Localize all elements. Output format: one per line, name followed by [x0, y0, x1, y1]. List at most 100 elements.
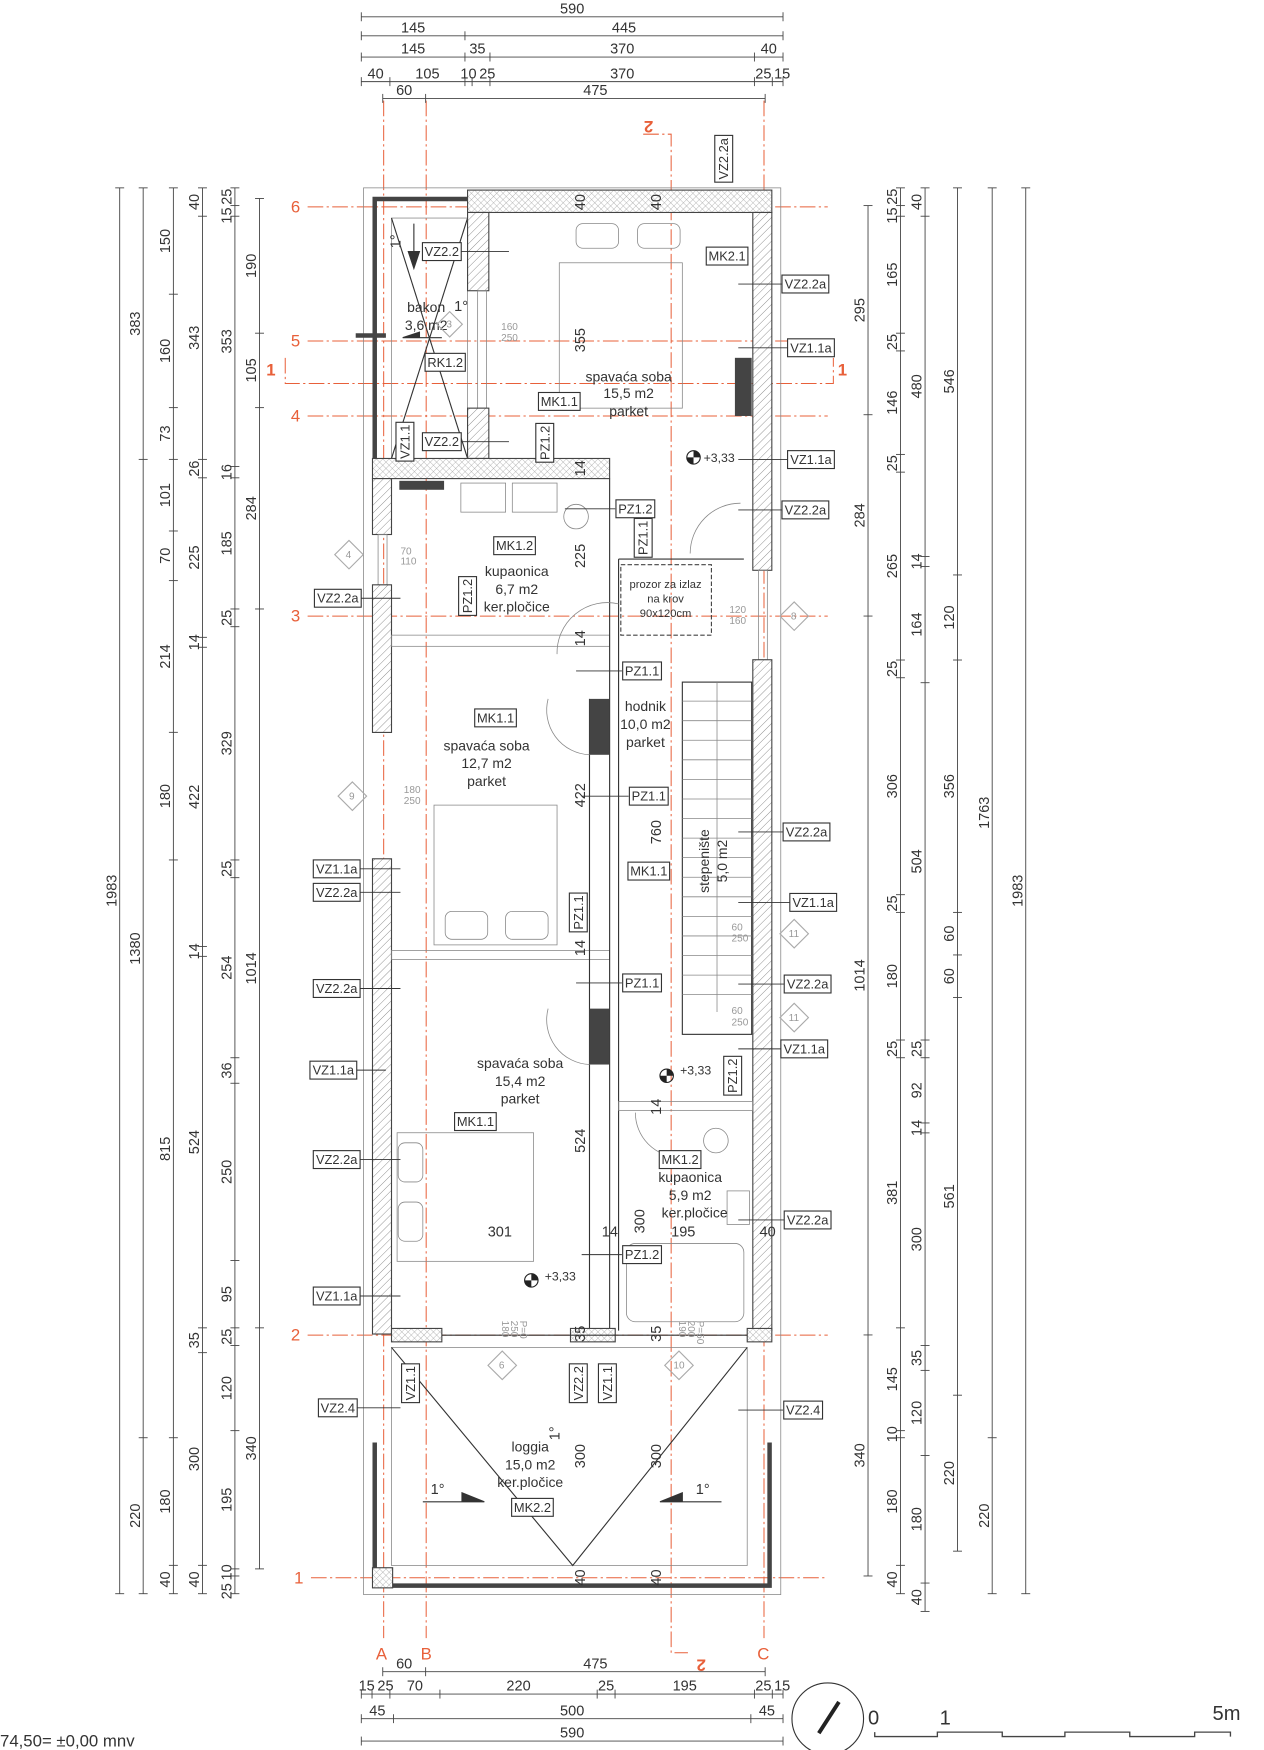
level-label: +3,33	[680, 1064, 711, 1078]
dimension-value: 40	[910, 194, 926, 210]
dimension-value: 220	[128, 1504, 144, 1528]
axis-label-2: 2	[291, 1326, 300, 1345]
dimension-value: 60	[396, 83, 412, 99]
dimension-value: 120	[220, 1376, 236, 1400]
inner-dim: 524	[573, 1129, 589, 1153]
dimension-value: 15	[220, 207, 236, 223]
dimension-value: 25	[885, 1041, 901, 1057]
window-id: 8	[791, 611, 797, 622]
dimension-value: 40	[885, 1571, 901, 1587]
svg-text:VZ2.2: VZ2.2	[571, 1366, 586, 1400]
tag-label: VZ2.4	[317, 1398, 358, 1418]
dimension-value: 25	[755, 1679, 771, 1695]
tag-label: VZ1.1a	[787, 450, 835, 470]
slope-arrow-icon	[422, 1491, 485, 1503]
dimension-value: 225	[187, 545, 203, 569]
svg-text:VZ2.2a: VZ2.2a	[316, 885, 358, 900]
dimension-value: 370	[610, 42, 634, 58]
tag-label: VZ2.2a	[783, 1210, 832, 1230]
dimension-value: 40	[910, 1589, 926, 1605]
tag-label: VZ2.4	[783, 1400, 824, 1420]
window-id: 9	[349, 792, 355, 803]
svg-text:PZ1.1: PZ1.1	[625, 975, 659, 990]
svg-text:VZ1.1a: VZ1.1a	[790, 452, 832, 467]
dimension-value: 250	[220, 1160, 236, 1184]
leader-lines	[352, 251, 792, 1411]
tag-label: PZ1.2	[535, 422, 555, 463]
inner-dim: 14	[649, 1099, 665, 1115]
inner-dim: 14	[573, 460, 589, 476]
dimension-value: 60	[396, 1656, 412, 1672]
inner-dim: 301	[488, 1225, 512, 1241]
dimension-value: 25	[755, 66, 771, 82]
scale-label-1: 1	[940, 1707, 951, 1729]
section-label-1-left: 1	[266, 361, 275, 380]
svg-text:PZ1.1: PZ1.1	[632, 789, 666, 804]
room-name: kupaonica	[485, 563, 549, 579]
inner-dim: 422	[573, 783, 589, 807]
dimension-value: 35	[910, 1350, 926, 1366]
dimension-value: 45	[759, 1703, 775, 1719]
level-label: +3,33	[704, 451, 735, 465]
dimension-value: 284	[853, 503, 869, 527]
svg-text:VZ2.2: VZ2.2	[425, 434, 459, 449]
dimension-value: 14	[910, 553, 926, 569]
slope-arrow-icon	[402, 331, 442, 339]
tag-label: VZ1.1a	[312, 859, 361, 879]
svg-text:PZ1.1: PZ1.1	[625, 663, 659, 678]
dimension-value: 101	[158, 483, 174, 507]
dimension-value: 475	[583, 83, 607, 99]
window-width: 180	[404, 785, 421, 796]
svg-text:MK1.1: MK1.1	[457, 1114, 494, 1129]
dimension-value: 40	[761, 42, 777, 58]
roof-window-size: 90x120cm	[640, 608, 692, 620]
svg-text:MK2.2: MK2.2	[514, 1500, 551, 1515]
room-name: spavaća soba	[586, 368, 672, 384]
inner-dimensions: 40 40 355 14 225 14 422 760 14 524 301 1…	[488, 194, 776, 1586]
svg-text:VZ2.2a: VZ2.2a	[316, 1152, 358, 1167]
inner-dim: 225	[573, 544, 589, 568]
dimension-value: 26	[187, 461, 203, 477]
dimension-value: 160	[158, 339, 174, 363]
dimension-value: 475	[583, 1656, 607, 1672]
tag-label: VZ2.2a	[313, 588, 362, 608]
dimension-value: 220	[942, 1461, 958, 1485]
tag-label: VZ2.2a	[782, 822, 831, 842]
dimension-value: 25	[479, 66, 495, 82]
dimension-value: 180	[158, 1489, 174, 1513]
inner-dim: 40	[573, 1569, 589, 1585]
inner-dim: 14	[573, 630, 589, 646]
dimension-value: 1763	[977, 797, 993, 829]
room-area: 5,0 m2	[714, 839, 730, 882]
tag-label: VZ2.2a	[783, 974, 832, 994]
level-marker-icon	[686, 450, 701, 465]
dimension-value: 36	[220, 1062, 236, 1078]
dimension-value: 25	[885, 895, 901, 911]
tag-label: PZ1.1	[568, 892, 588, 933]
dimension-value: 180	[910, 1507, 926, 1531]
svg-text:VZ1.1: VZ1.1	[600, 1366, 615, 1400]
svg-text:VZ1.1a: VZ1.1a	[784, 1041, 826, 1056]
dimension-value: 340	[853, 1443, 869, 1467]
svg-text:VZ1.1: VZ1.1	[403, 1366, 418, 1400]
svg-text:VZ1.1a: VZ1.1a	[792, 895, 834, 910]
room-area: 15,0 m2	[505, 1456, 556, 1472]
window-id: 6	[499, 1361, 505, 1372]
dimension-value: 343	[187, 326, 203, 350]
tag-label: MK1.1	[454, 1112, 497, 1132]
window-id: 4	[346, 550, 352, 561]
dimension-value: 25	[220, 1583, 236, 1599]
inner-dim: 40	[649, 194, 665, 210]
dimension-value: 146	[885, 391, 901, 415]
tag-label: VZ1.1a	[787, 338, 835, 358]
dimension-value: 73	[158, 425, 174, 441]
window-id: 3	[446, 320, 452, 331]
tag-label: VZ1.1	[401, 1363, 421, 1404]
dimension-value: 480	[910, 374, 926, 398]
window-height: 250	[404, 796, 421, 807]
dimension-value: 504	[910, 849, 926, 873]
svg-text:VZ2.2a: VZ2.2a	[316, 981, 358, 996]
room-area: 10,0 m2	[620, 716, 671, 732]
